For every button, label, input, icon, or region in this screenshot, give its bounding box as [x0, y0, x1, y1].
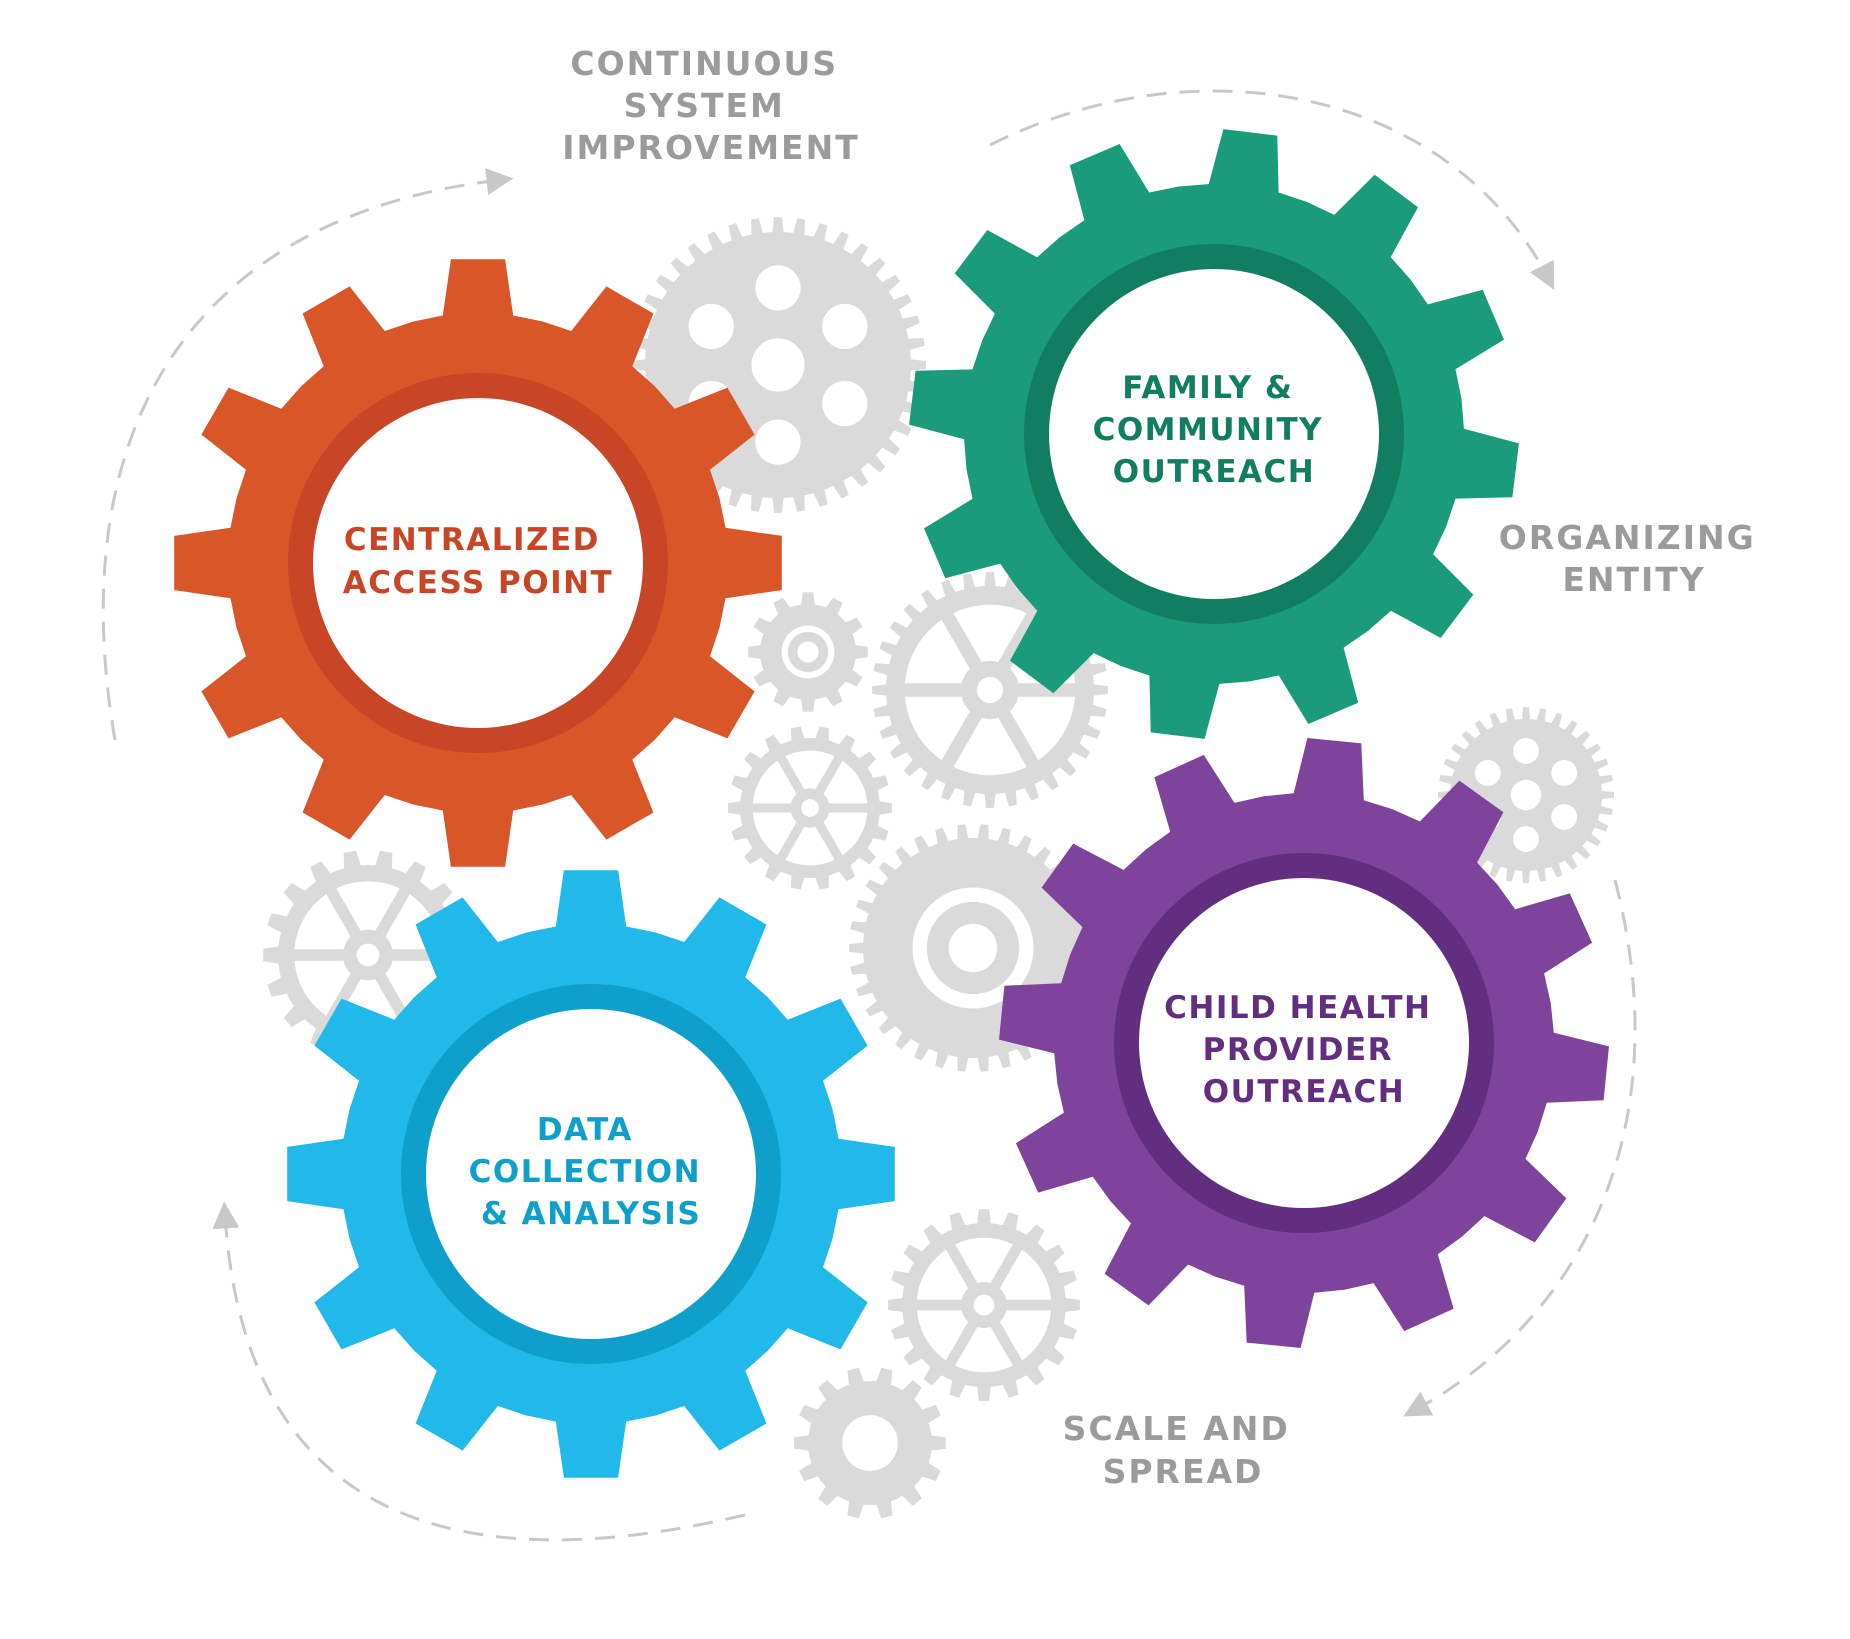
- gear-center: [426, 1009, 756, 1339]
- gear-hole: [1513, 738, 1539, 764]
- gear-hole: [1551, 760, 1578, 786]
- gear-hole: [688, 303, 734, 350]
- cycle-labels: CONTINUOUS SYSTEM IMPROVEMENT ORGANIZING…: [562, 44, 1769, 1491]
- gear-hole: [797, 641, 819, 663]
- gear-center: [1049, 269, 1379, 599]
- label-line: COLLECTION: [469, 1154, 702, 1190]
- gear-hole: [973, 1294, 995, 1316]
- label-line: COMMUNITY: [1093, 412, 1324, 448]
- centralized-access-point-gear: CENTRALIZED ACCESS POINT: [174, 259, 782, 867]
- gear-hole: [976, 676, 1004, 704]
- gear-hole: [1513, 826, 1539, 853]
- gear-label: CENTRALIZED ACCESS POINT: [343, 522, 613, 601]
- label-line: ACCESS POINT: [343, 565, 613, 601]
- gear-hole: [755, 265, 801, 311]
- label-line: OUTREACH: [1113, 454, 1315, 490]
- label-line: IMPROVEMENT: [562, 128, 859, 167]
- gear-hole: [751, 338, 805, 392]
- gear-hole: [948, 923, 998, 973]
- gear-hole: [1474, 760, 1501, 786]
- scale-and-spread-label: SCALE AND SPREAD: [1063, 1409, 1304, 1491]
- gear-label: FAMILY & COMMUNITY OUTREACH: [1093, 370, 1336, 490]
- gear-hole: [822, 303, 868, 350]
- label-line: SPREAD: [1103, 1452, 1264, 1491]
- gear-hole: [842, 1415, 898, 1471]
- dashed-arrow-icon: [989, 89, 1555, 290]
- gear-hole: [755, 419, 801, 465]
- label-line: ENTITY: [1562, 560, 1705, 599]
- label-line: CONTINUOUS: [570, 44, 838, 83]
- family-community-outreach-gear: FAMILY & COMMUNITY OUTREACH: [909, 129, 1519, 739]
- gear-center: [313, 398, 643, 728]
- dashed-arrow-icon: [212, 1201, 746, 1542]
- main-gears: CENTRALIZED ACCESS POINT FAMILY & COMMUN…: [174, 129, 1609, 1478]
- cycle-arrows: [101, 89, 1637, 1542]
- label-line: CHILD HEALTH: [1164, 990, 1431, 1026]
- dashed-arrow-icon: [1403, 879, 1637, 1417]
- label-line: ORGANIZING: [1499, 518, 1756, 557]
- label-line: & ANALYSIS: [481, 1196, 701, 1232]
- dashed-arrow-icon: [101, 168, 514, 741]
- gear-hole: [1551, 804, 1578, 830]
- gear-hole: [822, 380, 868, 427]
- label-line: SCALE AND: [1063, 1409, 1290, 1448]
- label-line: PROVIDER: [1203, 1032, 1393, 1068]
- gear-hole: [356, 943, 380, 967]
- gear-hole: [801, 799, 819, 817]
- organizing-entity-label: ORGANIZING ENTITY: [1499, 518, 1769, 599]
- label-line: OUTREACH: [1203, 1074, 1405, 1110]
- continuous-system-improvement-label: CONTINUOUS SYSTEM IMPROVEMENT: [562, 44, 859, 167]
- gear-center: [1139, 878, 1469, 1208]
- label-line: SYSTEM: [624, 86, 785, 125]
- label-line: CENTRALIZED: [344, 522, 600, 558]
- gear-hole: [1510, 779, 1542, 811]
- label-line: FAMILY &: [1122, 370, 1293, 406]
- gear-label: DATA COLLECTION & ANALYSIS: [469, 1112, 714, 1232]
- gear-label: CHILD HEALTH PROVIDER OUTREACH: [1164, 990, 1444, 1110]
- child-health-provider-outreach-gear: CHILD HEALTH PROVIDER OUTREACH: [999, 738, 1609, 1348]
- label-line: DATA: [537, 1112, 633, 1148]
- data-collection-analysis-gear: DATA COLLECTION & ANALYSIS: [287, 870, 895, 1478]
